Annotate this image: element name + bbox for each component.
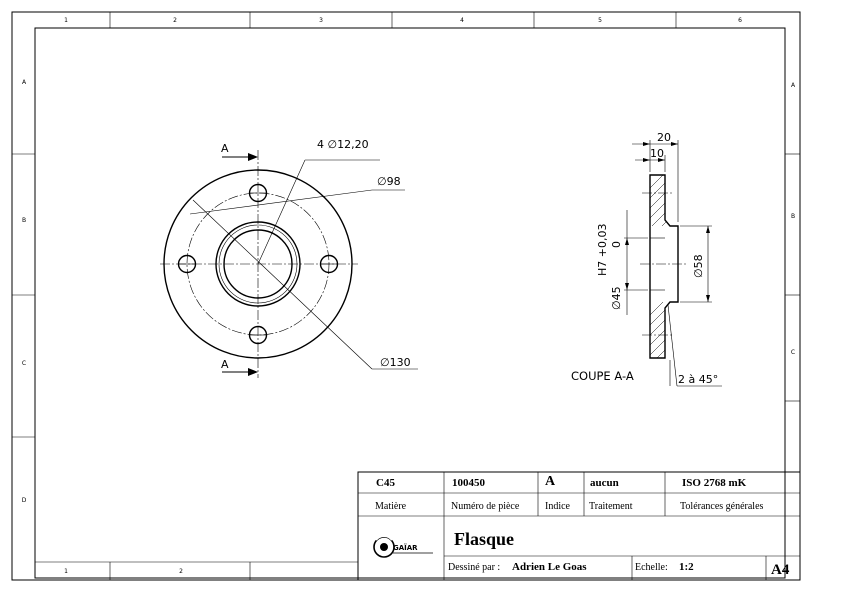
zone-top-4: 4 [460,17,464,24]
material-label: Matière [375,501,407,512]
dim-chamfer-label: 2 à 45° [678,373,718,386]
section-title: COUPE A-A [571,369,634,383]
zone-left-a: A [22,79,27,86]
drawn-by-label: Dessiné par : [448,562,500,573]
company-logo: GAÏAR [373,535,433,558]
dim-flange-label: 10 [650,147,664,160]
scale-label: Echelle: [635,562,668,573]
zone-left-b: B [22,217,26,224]
dim-bore-label: ∅45 [610,286,623,310]
zone-right-b: B [791,213,795,220]
zone-bottom-2: 2 [179,568,183,575]
sheet-frame [11,11,801,581]
zone-left-d: D [22,497,27,504]
treatment-value: aucun [590,477,619,489]
dim-width-label: 20 [657,131,671,144]
part-number-value: 100450 [452,477,486,489]
zone-top-1: 1 [64,17,68,24]
logo-text: GAÏAR [393,543,418,552]
zone-top-2: 2 [173,17,177,24]
index-label: Indice [545,501,571,512]
format-value: A4 [771,562,790,578]
treatment-label: Traitement [589,501,633,512]
tolerance-value: ISO 2768 mK [682,477,747,489]
drawn-by-value: Adrien Le Goas [512,561,587,573]
title-block-text: C45 100450 A aucun ISO 2768 mK Matière N… [375,474,790,578]
zone-labels: 1 2 3 4 5 6 1 2 A B C D A B C [22,17,796,575]
zone-bottom-1: 1 [64,568,68,575]
scale-value: 1:2 [679,561,694,573]
section-letter-top: A [221,142,229,155]
dim-tolerance-label: H7 +0,03 [596,224,609,276]
front-view [160,150,418,378]
part-name: Flasque [454,529,514,549]
section-letter-bottom: A [221,358,229,371]
front-view-annotations: A A 4 ∅12,20 ∅98 ∅130 [221,138,411,371]
material-value: C45 [376,477,395,489]
dim-holes-label: 4 ∅12,20 [317,138,369,151]
zone-right-c: C [791,349,795,356]
dim-outer-label: ∅130 [380,356,411,369]
zone-right-a: A [791,82,796,89]
section-view [624,140,722,387]
part-number-label: Numéro de pièce [451,501,520,512]
zone-left-c: C [22,360,26,367]
section-view-annotations: 20 10 COUPE A-A 2 à 45° H7 +0,03 0 ∅45 ∅… [571,131,718,386]
dim-hub-label: ∅58 [692,254,705,278]
zone-top-6: 6 [738,17,742,24]
zone-top-3: 3 [319,17,323,24]
dim-bolt-circle-label: ∅98 [377,175,401,188]
dim-tolerance-low-label: 0 [610,241,623,248]
index-value: A [545,474,556,489]
title-block [357,471,801,581]
tolerance-label: Tolérances générales [680,501,764,512]
zone-top-5: 5 [598,17,602,24]
